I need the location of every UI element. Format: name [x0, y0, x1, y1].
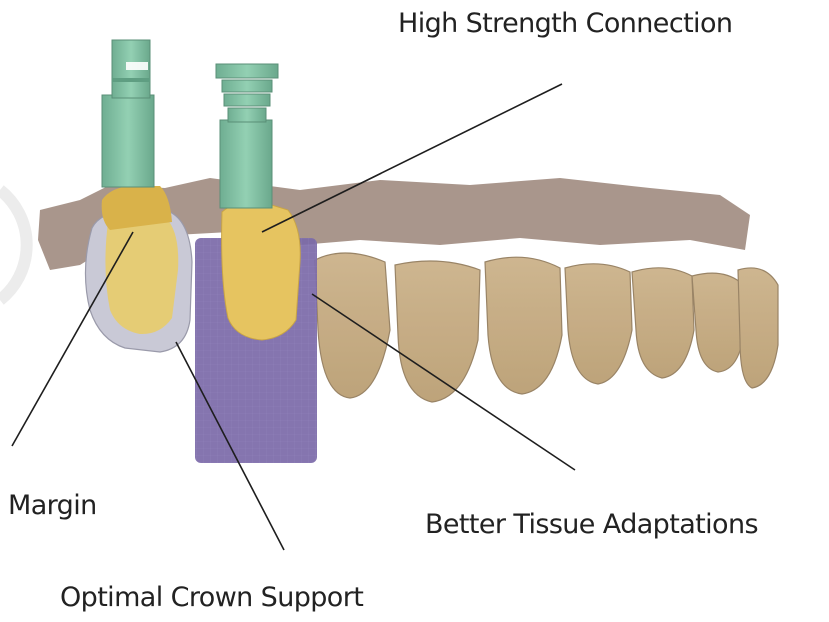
tooth [692, 273, 744, 372]
label-optimal-crown-support: Optimal Crown Support [60, 582, 363, 613]
teeth-row [315, 253, 778, 402]
tooth [395, 261, 480, 402]
abutment-right [222, 202, 301, 340]
tooth [565, 264, 632, 384]
tooth [632, 268, 694, 378]
crown-core [105, 212, 178, 334]
tooth [738, 268, 778, 388]
label-margin: Margin [8, 490, 97, 521]
implant-post-right [216, 64, 278, 208]
implant-post-left [102, 40, 154, 187]
label-high-strength-connection: High Strength Connection [398, 8, 732, 39]
label-better-tissue-adaptations: Better Tissue Adaptations [425, 509, 758, 540]
tooth [485, 257, 562, 394]
background-arc [0, 190, 27, 300]
tooth [315, 253, 390, 398]
